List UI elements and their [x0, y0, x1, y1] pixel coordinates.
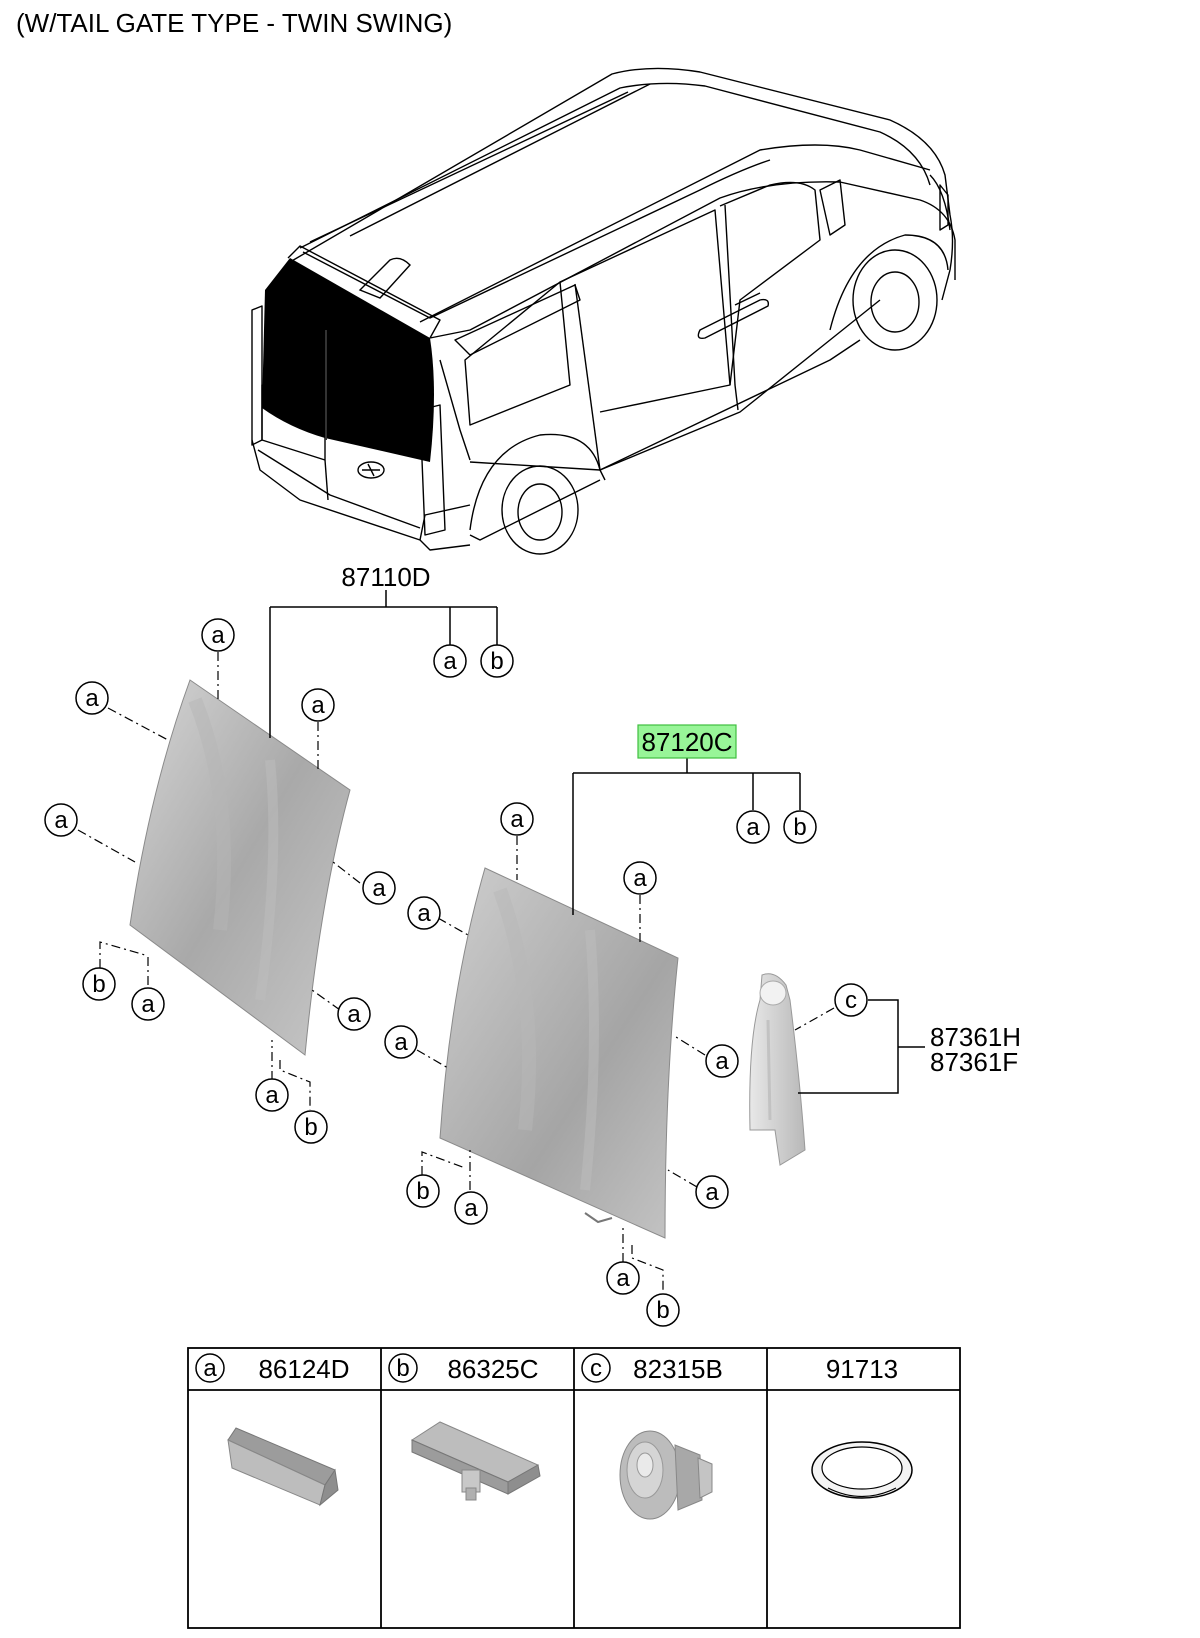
- fastener-clip-b-icon: [410, 1421, 541, 1501]
- callout-a[interactable]: a: [384, 1025, 418, 1059]
- fastener-clip-a-icon: [227, 1427, 339, 1507]
- callout-letter: a: [54, 807, 68, 834]
- svg-text:a: a: [203, 1355, 217, 1382]
- part-label-87361h[interactable]: 87361H: [930, 1022, 1021, 1052]
- right-panel-87120c[interactable]: [439, 867, 679, 1239]
- callout-letter: a: [372, 875, 386, 902]
- callout-a[interactable]: a: [362, 871, 396, 905]
- callout-a[interactable]: a: [623, 861, 657, 895]
- callout-letter: b: [304, 1114, 317, 1141]
- callout-letter: a: [443, 648, 457, 675]
- callout-b[interactable]: b: [294, 1110, 328, 1144]
- part-label-87120c[interactable]: 87120C: [641, 727, 732, 757]
- svg-text:c: c: [590, 1355, 602, 1382]
- callout-letter: b: [416, 1178, 429, 1205]
- part-label-87110d[interactable]: 87110D: [341, 562, 430, 592]
- callout-letter: b: [92, 971, 105, 998]
- callout-letter: a: [705, 1179, 719, 1206]
- dashed-leaders: [77, 652, 835, 1295]
- callout-a[interactable]: a: [736, 810, 770, 844]
- callout-letter: a: [715, 1048, 729, 1075]
- callout-letter: a: [211, 622, 225, 649]
- callout-letter: a: [141, 991, 155, 1018]
- callout-letter: b: [793, 814, 806, 841]
- callout-letter: b: [490, 648, 503, 675]
- callout-letter: a: [746, 814, 760, 841]
- callout-a[interactable]: a: [301, 688, 335, 722]
- vehicle-illustration: [251, 67, 956, 555]
- callout-letter: a: [347, 1001, 361, 1028]
- callout-b[interactable]: b: [82, 967, 116, 1001]
- grommet-plug-icon: [811, 1441, 913, 1499]
- part-label-87361f[interactable]: 87361F: [930, 1047, 1018, 1077]
- legend-header-a: a 86124D: [195, 1353, 350, 1384]
- legend-header-b: b 86325C: [388, 1353, 539, 1384]
- callout-a[interactable]: a: [407, 896, 441, 930]
- callout-letter: a: [510, 806, 524, 833]
- callout-letter: a: [311, 692, 325, 719]
- callout-a[interactable]: a: [606, 1261, 640, 1295]
- roof-antenna: [358, 257, 411, 299]
- callout-a[interactable]: a: [255, 1078, 289, 1112]
- callout-a[interactable]: a: [454, 1191, 488, 1225]
- callout-b[interactable]: b: [783, 810, 817, 844]
- page-title: (W/TAIL GATE TYPE - TWIN SWING): [16, 8, 453, 38]
- callout-letter: a: [85, 685, 99, 712]
- legend-part-86124d[interactable]: 86124D: [258, 1354, 349, 1384]
- leader-lines: [269, 590, 925, 1094]
- callout-letter: a: [464, 1195, 478, 1222]
- callout-a[interactable]: a: [695, 1175, 729, 1209]
- callout-b[interactable]: b: [406, 1174, 440, 1208]
- push-clip-c-icon: [619, 1430, 713, 1520]
- callout-letter: a: [616, 1265, 630, 1292]
- legend-header-c: c 82315B: [581, 1353, 723, 1384]
- legend-header-plug: 91713: [826, 1354, 898, 1384]
- legend-part-82315b[interactable]: 82315B: [633, 1354, 723, 1384]
- callout-a[interactable]: a: [500, 802, 534, 836]
- callout-b[interactable]: b: [646, 1293, 680, 1327]
- callout-b[interactable]: b: [480, 644, 514, 678]
- rear-glass: [262, 258, 434, 462]
- callout-a[interactable]: a: [705, 1044, 739, 1078]
- callout-a[interactable]: a: [75, 681, 109, 715]
- callout-letter: a: [417, 900, 431, 927]
- legend-part-86325c[interactable]: 86325C: [447, 1354, 538, 1384]
- legend-table: [187, 1347, 961, 1629]
- callout-a[interactable]: a: [201, 618, 235, 652]
- callout-c[interactable]: c: [834, 983, 868, 1017]
- legend-part-91713[interactable]: 91713: [826, 1354, 898, 1384]
- callout-letter: a: [633, 865, 647, 892]
- callout-a[interactable]: a: [44, 803, 78, 837]
- callout-letter: c: [845, 987, 857, 1014]
- callout-letter: b: [656, 1297, 669, 1324]
- left-panel-87110d[interactable]: [129, 679, 351, 1056]
- callout-letter: a: [394, 1029, 408, 1056]
- garnish-87361[interactable]: [749, 973, 806, 1166]
- svg-text:b: b: [396, 1355, 409, 1382]
- callout-a[interactable]: a: [131, 987, 165, 1021]
- callout-a[interactable]: a: [433, 644, 467, 678]
- callout-letter: a: [265, 1082, 279, 1109]
- callout-a[interactable]: a: [337, 997, 371, 1031]
- part-label-highlight: [637, 724, 737, 759]
